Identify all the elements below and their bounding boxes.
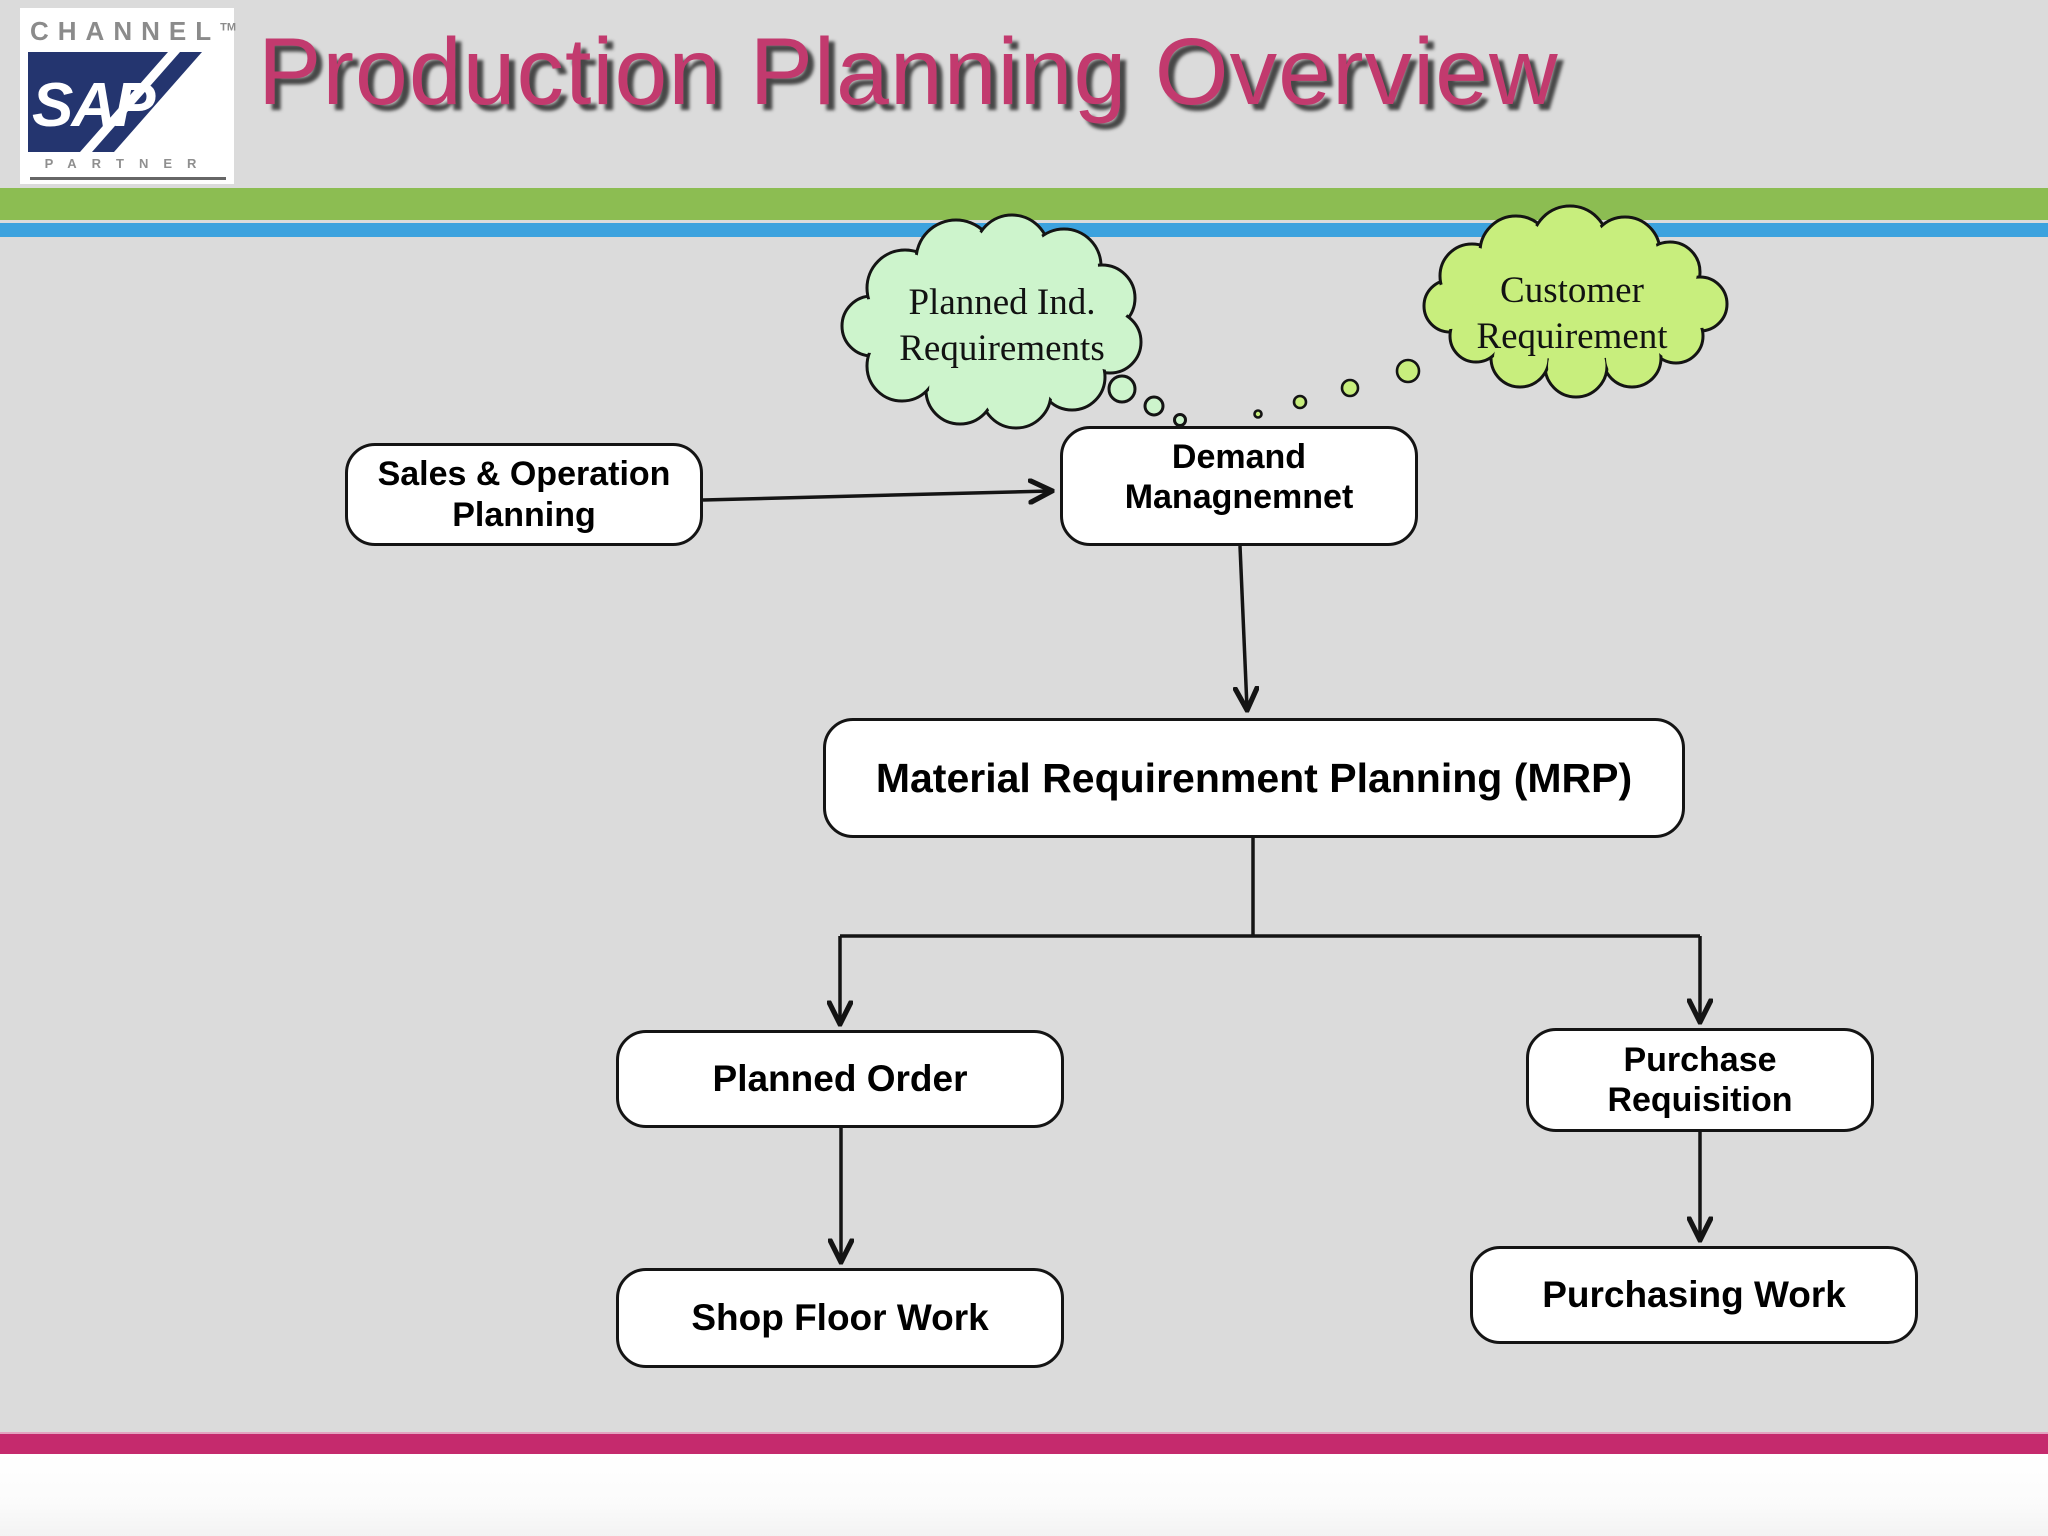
cloud-text-line: Customer: [1500, 270, 1644, 311]
page-title: Production Planning Overview: [258, 19, 1559, 125]
cloud-text-line: Requirement: [1476, 316, 1668, 357]
node-label: Demand: [1171, 437, 1307, 476]
node-label: Purchasing Work: [1542, 1274, 1846, 1316]
logo-partner-text: PARTNER: [30, 156, 226, 180]
node-sales-operation-planning: Sales & Operation Planning: [345, 443, 703, 546]
node-label: Material Requirenment Planning (MRP): [875, 754, 1633, 801]
node-label: Shop Floor Work: [691, 1297, 989, 1339]
node-label: Requisition: [1607, 1081, 1793, 1119]
thought-cloud-customer-requirement: Customer Requirement: [1253, 204, 1729, 419]
thought-bubble-trail: [1253, 358, 1421, 419]
logo-channel-text: CHANNELTM: [30, 16, 236, 46]
sap-logo-icon: SAP: [28, 52, 202, 152]
node-label: Planned Order: [712, 1058, 968, 1100]
arrow-demand-to-mrp: [1240, 545, 1247, 708]
cloud-text-line: Planned Ind.: [908, 282, 1095, 323]
node-label: Planning: [452, 495, 596, 534]
node-material-requirement-planning: Material Requirenment Planning (MRP): [823, 718, 1685, 838]
node-shop-floor-work: Shop Floor Work: [616, 1268, 1064, 1368]
cloud-text-line: Requirements: [899, 328, 1105, 369]
node-planned-order: Planned Order: [616, 1030, 1064, 1128]
node-purchasing-work: Purchasing Work: [1470, 1246, 1918, 1344]
node-purchase-requisition: Purchase Requisition: [1526, 1028, 1874, 1132]
trademark-symbol: TM: [220, 21, 236, 34]
node-label: Managnemnet: [1124, 478, 1354, 516]
footer-white-strip: [0, 1454, 2048, 1536]
sap-channel-partner-logo: CHANNELTM SAP PARTNER: [20, 8, 236, 184]
sap-logo-text: SAP: [32, 71, 156, 140]
thought-bubble-trail: [1107, 374, 1187, 427]
thought-cloud-planned-ind-requirements: Planned Ind. Requirements: [840, 213, 1187, 430]
node-label: Sales & Operation: [377, 455, 671, 494]
node-demand-management: Demand Managnemnet: [1060, 426, 1418, 546]
node-label: Purchase: [1623, 1040, 1777, 1079]
footer-magenta-bar: [0, 1432, 2048, 1454]
connector-mrp-split: [840, 838, 1700, 938]
arrow-sales-to-demand: [702, 491, 1050, 500]
green-divider-bar: [0, 188, 2048, 220]
